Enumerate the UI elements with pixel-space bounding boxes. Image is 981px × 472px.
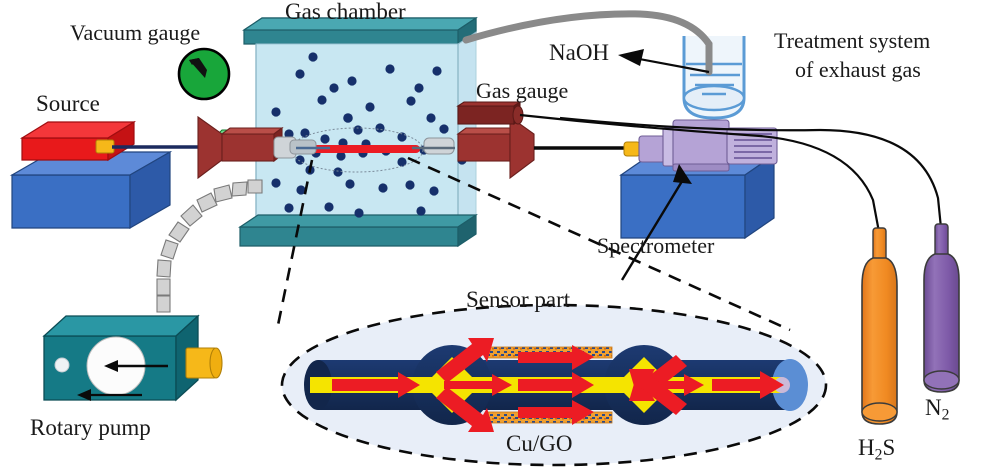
rotary-pump bbox=[42, 314, 223, 402]
h2s-h: H bbox=[858, 435, 875, 460]
label-spectrometer: Spectrometer bbox=[597, 233, 715, 258]
naoh-beaker bbox=[682, 36, 746, 120]
h2s-s: S bbox=[882, 435, 896, 460]
sensor-part-detail bbox=[280, 303, 828, 467]
label-gas-chamber: Gas chamber bbox=[285, 0, 406, 24]
spectrometer bbox=[619, 119, 778, 281]
right-feedthrough bbox=[412, 115, 535, 180]
n2-feed-line bbox=[559, 116, 943, 229]
label-gas-gauge: Gas gauge bbox=[476, 78, 569, 103]
h2s-cylinder bbox=[861, 227, 898, 425]
label-h2s: H2S bbox=[858, 435, 896, 464]
vacuum-hose bbox=[156, 179, 263, 313]
label-cu-go: Cu/GO bbox=[506, 431, 573, 456]
label-sensor-part: Sensor part bbox=[466, 287, 571, 312]
label-n2: N2 bbox=[925, 395, 950, 424]
light-arrows bbox=[332, 338, 784, 432]
h2s-2: 2 bbox=[874, 446, 883, 464]
label-treatment-system-line1: Treatment system bbox=[774, 28, 931, 53]
source-unit bbox=[9, 120, 200, 230]
n2-n: N bbox=[925, 395, 942, 420]
label-vacuum-gauge: Vacuum gauge bbox=[70, 20, 201, 45]
label-treatment-system-line2: of exhaust gas bbox=[795, 57, 921, 82]
label-naoh: NaOH bbox=[549, 40, 610, 65]
magnifier-callout bbox=[275, 156, 791, 332]
label-source: Source bbox=[36, 91, 100, 116]
n2-2: 2 bbox=[941, 406, 950, 424]
h2s-feed-line bbox=[519, 113, 881, 233]
n2-cylinder bbox=[923, 223, 960, 393]
left-feedthrough bbox=[197, 115, 330, 180]
label-rotary-pump: Rotary pump bbox=[30, 415, 151, 440]
naoh-pointer bbox=[618, 49, 710, 74]
exhaust-hose bbox=[462, 10, 713, 76]
gas-gauge-port bbox=[456, 100, 524, 126]
